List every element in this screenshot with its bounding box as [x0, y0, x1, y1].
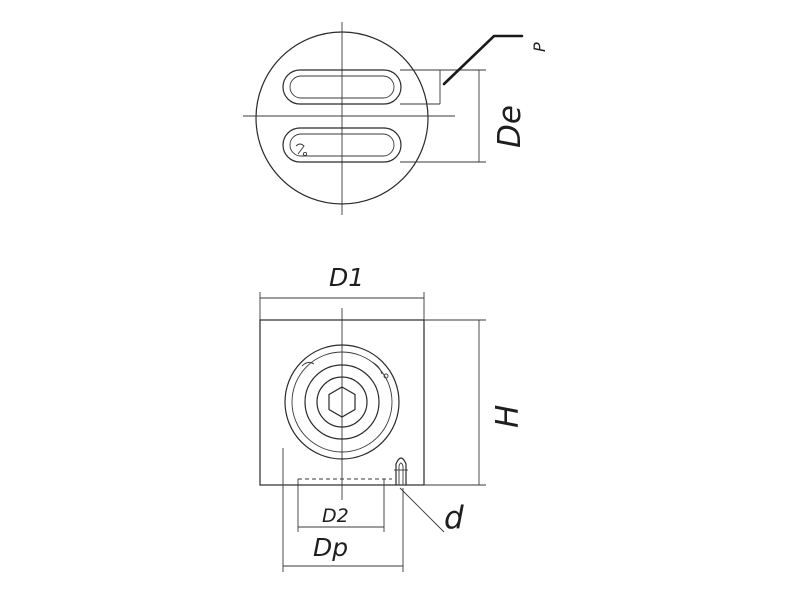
fitting-detail	[394, 457, 408, 485]
d-leader-line	[399, 487, 445, 533]
p-label: P	[530, 42, 549, 52]
h-dimension	[424, 319, 486, 486]
de-label: De	[492, 105, 528, 148]
d1-label: D1	[329, 263, 364, 292]
concentric-rings	[284, 344, 400, 460]
d1-dimension	[259, 292, 425, 320]
top-view: De P	[243, 22, 549, 215]
d2-dimension	[297, 479, 385, 532]
dp-label: Dp	[313, 533, 348, 562]
p-leader-line	[442, 34, 524, 86]
h-label: H	[490, 405, 526, 428]
lower-slot	[282, 127, 402, 163]
de-dimension	[400, 69, 486, 163]
d2-label: D2	[322, 505, 349, 527]
dp-dimension	[282, 448, 404, 572]
hex-socket	[328, 386, 356, 418]
front-view: D1 d H	[259, 263, 526, 572]
upper-slot	[282, 69, 402, 105]
d-label: d	[444, 500, 464, 536]
